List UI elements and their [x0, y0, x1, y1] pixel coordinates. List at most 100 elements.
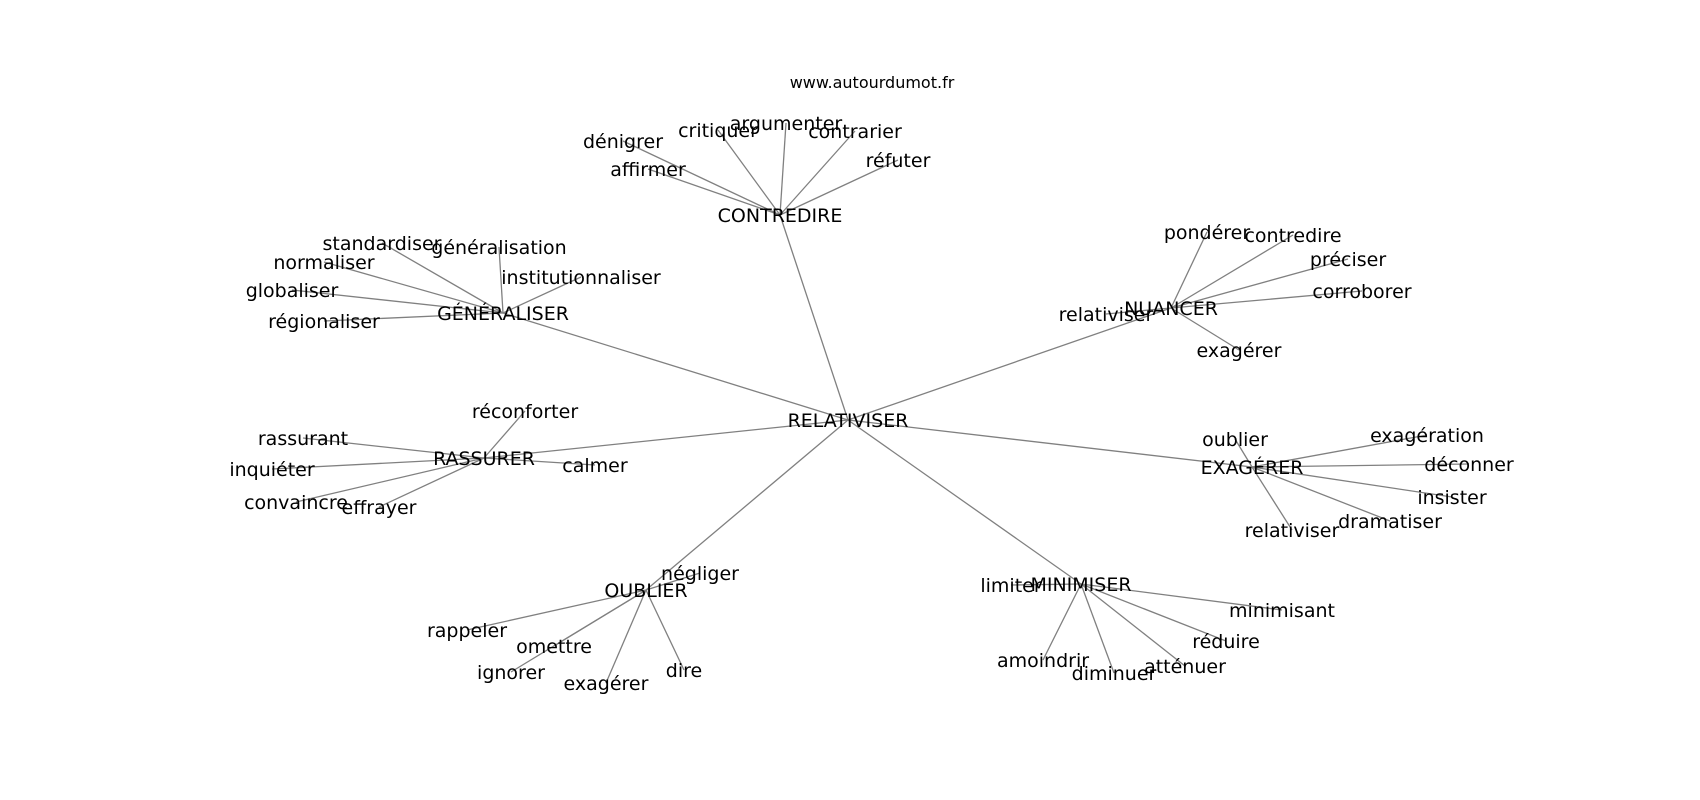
- related-word-label[interactable]: rappeler: [427, 620, 507, 642]
- related-word-label[interactable]: négliger: [661, 563, 739, 585]
- edge-cluster-word: [1170, 231, 1208, 309]
- related-word-label[interactable]: généralisation: [431, 237, 566, 259]
- cluster-word-label[interactable]: NUANCER: [1124, 298, 1218, 320]
- related-word-label[interactable]: effrayer: [342, 497, 417, 519]
- site-url: www.autourdumot.fr: [790, 73, 955, 92]
- edge-cluster-word: [1234, 438, 1253, 468]
- related-word-label[interactable]: préciser: [1310, 249, 1386, 271]
- related-word-label[interactable]: exagérer: [564, 673, 649, 695]
- cluster-word-label[interactable]: GÉNÉRALISER: [437, 302, 569, 325]
- related-word-label[interactable]: dire: [666, 660, 702, 682]
- edge-cluster-word: [779, 122, 787, 216]
- related-word-label[interactable]: réconforter: [472, 401, 578, 423]
- related-word-label[interactable]: pondérer: [1164, 222, 1251, 244]
- related-word-label[interactable]: rassurant: [258, 428, 348, 450]
- edge-cluster-word: [1080, 583, 1115, 674]
- center-word-label[interactable]: RELATIVISER: [788, 410, 909, 432]
- edge-cluster-word: [779, 159, 899, 216]
- edge-cluster-word: [717, 129, 781, 216]
- related-word-label[interactable]: ignorer: [477, 662, 545, 684]
- related-word-label[interactable]: minimisant: [1229, 600, 1335, 622]
- related-word-label[interactable]: diminuer: [1072, 663, 1157, 685]
- related-word-label[interactable]: inquiéter: [229, 459, 315, 481]
- cluster-word-label[interactable]: RASSURER: [433, 448, 535, 470]
- edge-cluster-word: [1080, 583, 1186, 667]
- related-word-label[interactable]: déconner: [1424, 454, 1514, 476]
- edge-cluster-word: [1170, 258, 1349, 309]
- edge-cluster-word: [1170, 307, 1240, 351]
- edge-cluster-word: [1251, 466, 1391, 522]
- related-word-label[interactable]: contredire: [1244, 225, 1341, 247]
- related-word-label[interactable]: dénigrer: [583, 131, 663, 153]
- related-word-label[interactable]: corroborer: [1312, 281, 1411, 303]
- related-word-label[interactable]: réduire: [1192, 631, 1260, 653]
- related-word-label[interactable]: atténuer: [1144, 656, 1226, 678]
- edge-cluster-word: [323, 312, 504, 322]
- edge-cluster-word: [1251, 466, 1453, 498]
- edge-cluster-word: [622, 140, 781, 216]
- edge-cluster-word: [1251, 463, 1470, 468]
- edge-cluster-word: [295, 457, 485, 503]
- edge-center-cluster: [502, 312, 849, 421]
- edge-center-cluster: [779, 214, 849, 421]
- edge-cluster-word: [378, 457, 485, 508]
- edge-cluster-word: [645, 572, 701, 591]
- edge-center-cluster: [847, 307, 1172, 421]
- related-word-label[interactable]: argumenter: [730, 113, 843, 135]
- related-word-label[interactable]: relativiser: [1059, 304, 1154, 326]
- related-word-label[interactable]: omettre: [516, 636, 592, 658]
- edge-cluster-word: [483, 410, 526, 459]
- edge-center-cluster: [847, 419, 1253, 468]
- edge-center-cluster: [483, 419, 849, 459]
- related-word-label[interactable]: amoindrir: [997, 650, 1089, 672]
- edge-cluster-word: [291, 289, 504, 314]
- edge-cluster-word: [498, 246, 504, 314]
- related-word-label[interactable]: affirmer: [610, 159, 686, 181]
- edge-cluster-word: [502, 276, 582, 314]
- edge-cluster-word: [1042, 583, 1082, 661]
- related-word-label[interactable]: limiter: [980, 575, 1041, 597]
- edge-cluster-word: [510, 589, 647, 673]
- edge-cluster-word: [605, 589, 647, 684]
- related-word-label[interactable]: normaliser: [273, 252, 374, 274]
- cluster-word-label[interactable]: MINIMISER: [1030, 574, 1131, 596]
- related-word-label[interactable]: exagération: [1370, 425, 1484, 447]
- cluster-word-label[interactable]: OUBLIER: [604, 580, 687, 602]
- edge-cluster-word: [645, 589, 685, 671]
- related-word-label[interactable]: convaincre: [244, 492, 348, 514]
- edge-cluster-word: [302, 437, 485, 459]
- edge-cluster-word: [381, 242, 504, 314]
- related-word-label[interactable]: institutionnaliser: [501, 267, 661, 289]
- cluster-word-label[interactable]: CONTREDIRE: [718, 205, 843, 227]
- edges-layer: [271, 122, 1470, 684]
- edge-cluster-word: [647, 168, 781, 216]
- edge-cluster-word: [271, 457, 485, 470]
- edge-cluster-word: [1170, 234, 1294, 309]
- related-word-label[interactable]: régionaliser: [268, 311, 380, 333]
- edge-center-cluster: [847, 419, 1082, 585]
- related-word-label[interactable]: relativiser: [1245, 520, 1340, 542]
- related-word-label[interactable]: globaliser: [246, 280, 339, 302]
- edge-cluster-word: [1080, 583, 1283, 611]
- related-word-label[interactable]: oublier: [1202, 429, 1268, 451]
- edge-cluster-word: [466, 589, 647, 631]
- edge-cluster-word: [323, 261, 504, 314]
- related-word-label[interactable]: calmer: [562, 455, 628, 477]
- related-word-label[interactable]: exagérer: [1197, 340, 1282, 362]
- related-word-label[interactable]: critiquer: [678, 120, 758, 142]
- edge-cluster-word: [1105, 307, 1172, 315]
- edge-cluster-word: [483, 457, 596, 466]
- edge-cluster-word: [1251, 466, 1293, 531]
- related-word-label[interactable]: dramatiser: [1338, 511, 1442, 533]
- related-word-label[interactable]: insister: [1417, 487, 1487, 509]
- cluster-word-label[interactable]: EXAGÉRER: [1201, 456, 1304, 479]
- related-word-label[interactable]: standardiser: [323, 233, 442, 255]
- related-word-label[interactable]: réfuter: [866, 150, 931, 172]
- edge-cluster-word: [1251, 434, 1428, 468]
- edge-center-cluster: [645, 419, 849, 591]
- edge-cluster-word: [779, 130, 856, 216]
- edge-cluster-word: [1080, 583, 1227, 642]
- related-word-label[interactable]: contrarier: [808, 121, 902, 143]
